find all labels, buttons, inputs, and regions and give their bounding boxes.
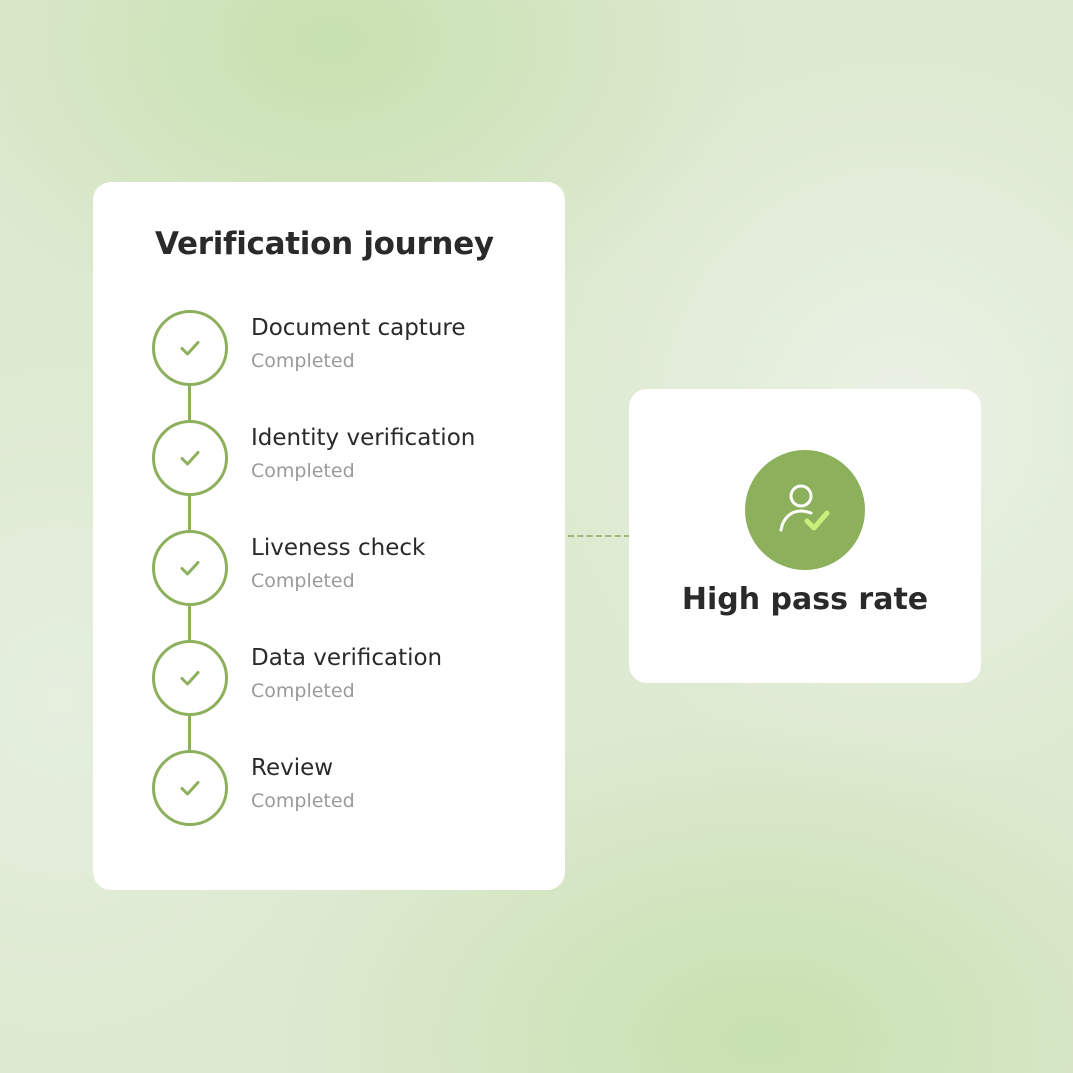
step-item: Liveness check Completed [152, 530, 542, 644]
step-label: Liveness check [251, 535, 426, 561]
step-status: Completed [251, 570, 355, 592]
step-label: Document capture [251, 315, 466, 341]
check-icon [180, 451, 200, 466]
check-icon [180, 671, 200, 686]
step-status-circle [152, 420, 228, 496]
step-status: Completed [251, 460, 355, 482]
dashed-connector [568, 535, 630, 537]
check-icon [180, 561, 200, 576]
step-list: Document capture Completed Identity veri… [93, 182, 565, 890]
step-item: Data verification Completed [152, 640, 542, 754]
step-item: Document capture Completed [152, 310, 542, 424]
step-connector [188, 494, 191, 534]
step-status-circle [152, 640, 228, 716]
check-icon [180, 341, 200, 356]
check-icon [180, 781, 200, 796]
user-check-icon [745, 450, 865, 570]
step-status: Completed [251, 790, 355, 812]
pass-rate-card: High pass rate [629, 389, 981, 683]
journey-title: Verification journey [155, 226, 494, 262]
verification-journey-card: Verification journey Document capture Co… [93, 182, 565, 890]
step-connector [188, 714, 191, 754]
step-label: Review [251, 755, 334, 781]
step-connector [188, 604, 191, 644]
step-status-circle [152, 750, 228, 826]
pass-rate-label: High pass rate [681, 582, 929, 617]
step-label: Data verification [251, 645, 443, 671]
step-item: Identity verification Completed [152, 420, 542, 534]
step-status-circle [152, 530, 228, 606]
step-item: Review Completed [152, 750, 542, 826]
step-label: Identity verification [251, 425, 476, 451]
step-connector [188, 384, 191, 424]
step-status-circle [152, 310, 228, 386]
step-status: Completed [251, 350, 355, 372]
step-status: Completed [251, 680, 355, 702]
